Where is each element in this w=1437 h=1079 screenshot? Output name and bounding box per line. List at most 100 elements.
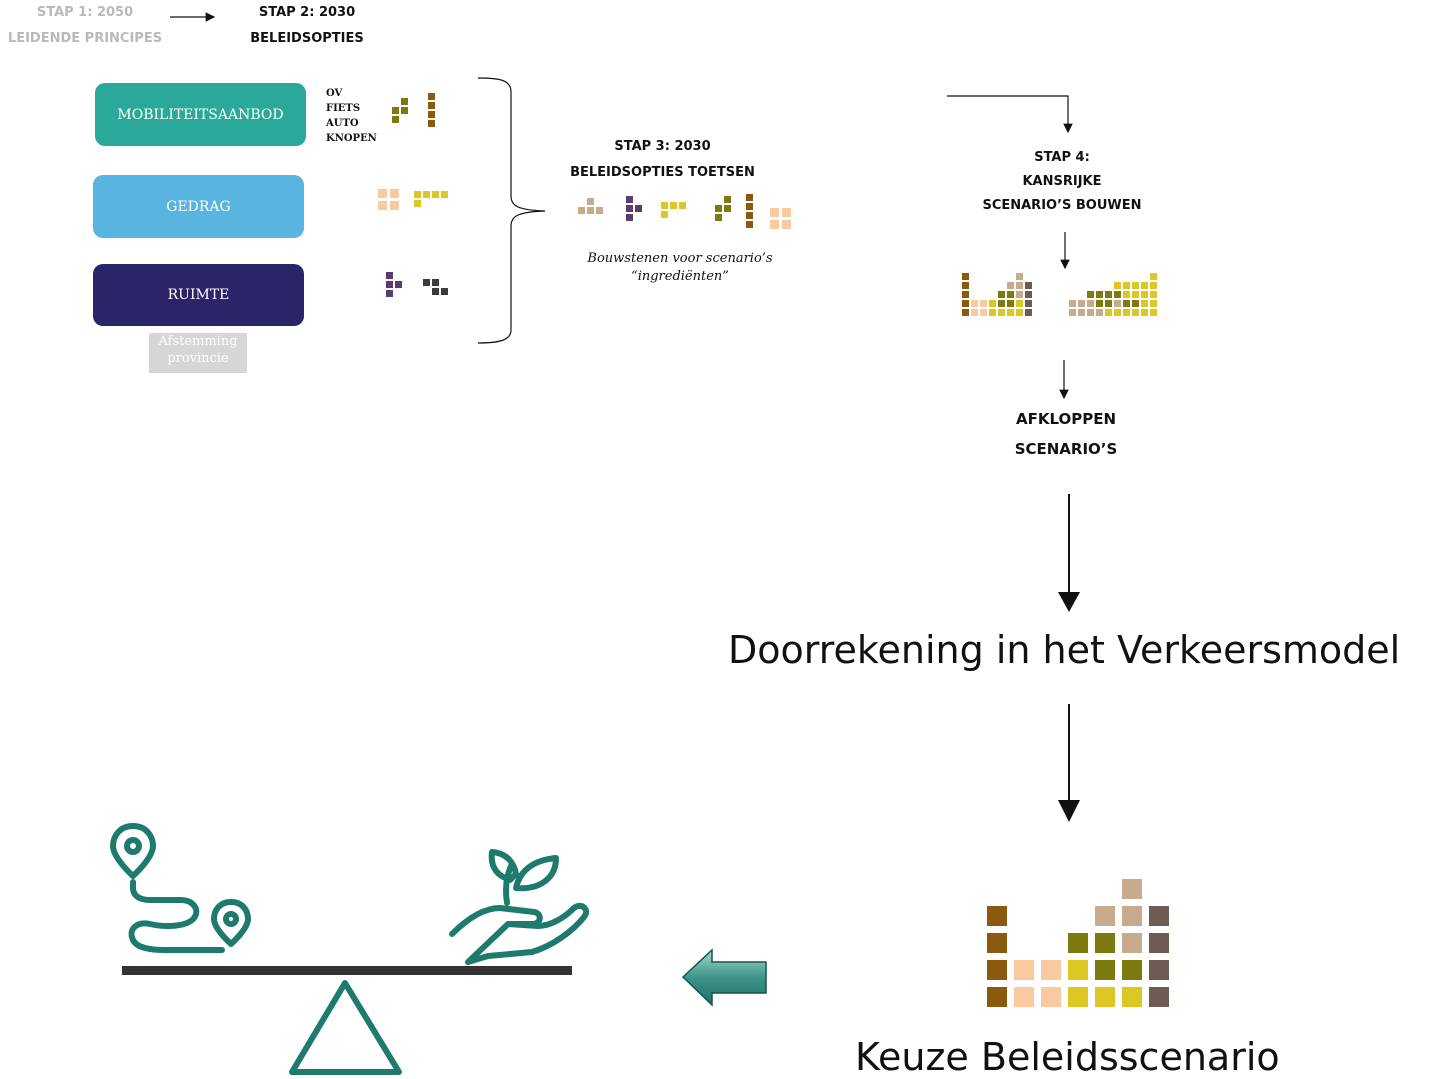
block-scenario — [1150, 273, 1157, 280]
block-scenario — [962, 291, 969, 298]
block-scenario — [1016, 273, 1023, 280]
gedrag-label: GEDRAG — [166, 198, 231, 215]
block-scenario — [962, 282, 969, 289]
block-scenario — [1132, 291, 1139, 298]
block-scenario — [1150, 300, 1157, 307]
block-gedrag — [390, 201, 399, 210]
keuze-beleidsscenario-label: Keuze Beleidsscenario — [855, 1035, 1280, 1079]
bouwstenen-note: Bouwstenen voor scenario’s “ingrediënten… — [587, 251, 773, 284]
block-ingredient — [782, 208, 791, 217]
stap2-header: STAP 2: 2030 BELEIDSOPTIES — [232, 0, 382, 52]
block-scenario — [1087, 300, 1094, 307]
block-ingredient — [715, 214, 722, 221]
balance-scale-icon — [110, 823, 590, 1075]
down-arrow-icon — [1058, 704, 1080, 822]
brace-icon — [477, 77, 546, 344]
block-scenario — [1132, 309, 1139, 316]
block-gedrag — [414, 191, 421, 198]
block-ingredient — [715, 205, 722, 212]
block-scenario — [962, 300, 969, 307]
block-ingredient — [578, 207, 585, 214]
block-scenario — [989, 300, 996, 307]
block-keuze-scenario — [1095, 960, 1115, 980]
block-scenario — [1114, 282, 1121, 289]
block-keuze-scenario — [1095, 987, 1115, 1007]
block-ruimte — [386, 281, 393, 288]
hand-plant-icon — [449, 849, 590, 965]
block-scenario — [1007, 282, 1014, 289]
stap3-title: STAP 3: 2030 — [614, 139, 711, 154]
block-keuze-scenario — [1095, 933, 1115, 953]
block-scenario — [1123, 309, 1130, 316]
block-keuze-scenario — [1122, 960, 1142, 980]
block-keuze-scenario — [1122, 933, 1142, 953]
block-scenario — [989, 309, 996, 316]
block-mobiliteit — [401, 98, 408, 105]
block-scenario — [1150, 282, 1157, 289]
block-keuze-scenario — [1041, 987, 1061, 1007]
block-gedrag — [378, 189, 387, 198]
block-mobiliteit — [428, 111, 435, 118]
block-scenario — [962, 309, 969, 316]
block-gedrag — [423, 191, 430, 198]
block-scenario — [1114, 300, 1121, 307]
block-scenario — [971, 300, 978, 307]
block-scenario — [1007, 291, 1014, 298]
block-scenario — [998, 309, 1005, 316]
option-ov: OV — [326, 88, 343, 99]
block-keuze-scenario — [1041, 960, 1061, 980]
block-scenario — [1078, 300, 1085, 307]
block-keuze-scenario — [987, 933, 1007, 953]
option-fiets: FIETS — [326, 103, 361, 114]
block-scenario — [1016, 282, 1023, 289]
block-mobiliteit — [392, 107, 399, 114]
block-ingredient — [626, 196, 633, 203]
block-mobiliteit — [401, 107, 408, 114]
block-mobiliteit — [428, 102, 435, 109]
block-scenario — [1025, 291, 1032, 298]
stap4-line3: SCENARIO’S BOUWEN — [982, 198, 1142, 213]
block-mobiliteit — [428, 93, 435, 100]
block-scenario — [1025, 309, 1032, 316]
stap3-subtitle: BELEIDSOPTIES TOETSEN — [570, 165, 755, 180]
mobility-options-list: OV FIETS AUTO KNOPEN — [326, 86, 377, 146]
stap2-subtitle: BELEIDSOPTIES — [250, 31, 364, 46]
block-scenario — [1078, 309, 1085, 316]
block-ingredient — [746, 194, 753, 201]
ruimte-label: RUIMTE — [167, 287, 230, 303]
block-ingredient — [670, 202, 677, 209]
block-gedrag — [414, 200, 421, 207]
down-arrow-icon — [1058, 494, 1080, 612]
block-ruimte — [386, 290, 393, 297]
block-ingredient — [661, 202, 668, 209]
connector-line — [947, 95, 1073, 134]
stap4-title: STAP 4: — [1034, 150, 1090, 165]
ruimte-box: RUIMTE — [93, 264, 304, 326]
block-keuze-scenario — [1068, 933, 1088, 953]
balance-triangle — [289, 980, 402, 1075]
stap1-title: STAP 1: 2050 — [36, 5, 134, 20]
block-ruimte — [395, 281, 402, 288]
block-ingredient — [596, 207, 603, 214]
block-scenario — [1123, 282, 1130, 289]
block-keuze-scenario — [1014, 960, 1034, 980]
doorrekening-label: Doorrekening in het Verkeersmodel — [728, 628, 1401, 672]
block-ingredient — [770, 208, 779, 217]
block-scenario — [1141, 309, 1148, 316]
block-keuze-scenario — [1122, 987, 1142, 1007]
block-scenario — [1025, 300, 1032, 307]
block-scenario — [1150, 291, 1157, 298]
block-scenario — [962, 273, 969, 280]
block-ingredient — [679, 202, 686, 209]
block-ruimte — [441, 288, 448, 295]
block-mobiliteit — [392, 116, 399, 123]
block-gedrag — [432, 191, 439, 198]
block-keuze-scenario — [1068, 987, 1088, 1007]
block-scenario — [1105, 291, 1112, 298]
block-keuze-scenario — [1122, 879, 1142, 899]
block-ingredient — [746, 212, 753, 219]
block-scenario — [1007, 309, 1014, 316]
block-ingredient — [746, 203, 753, 210]
block-ingredient — [724, 196, 731, 203]
block-keuze-scenario — [987, 960, 1007, 980]
